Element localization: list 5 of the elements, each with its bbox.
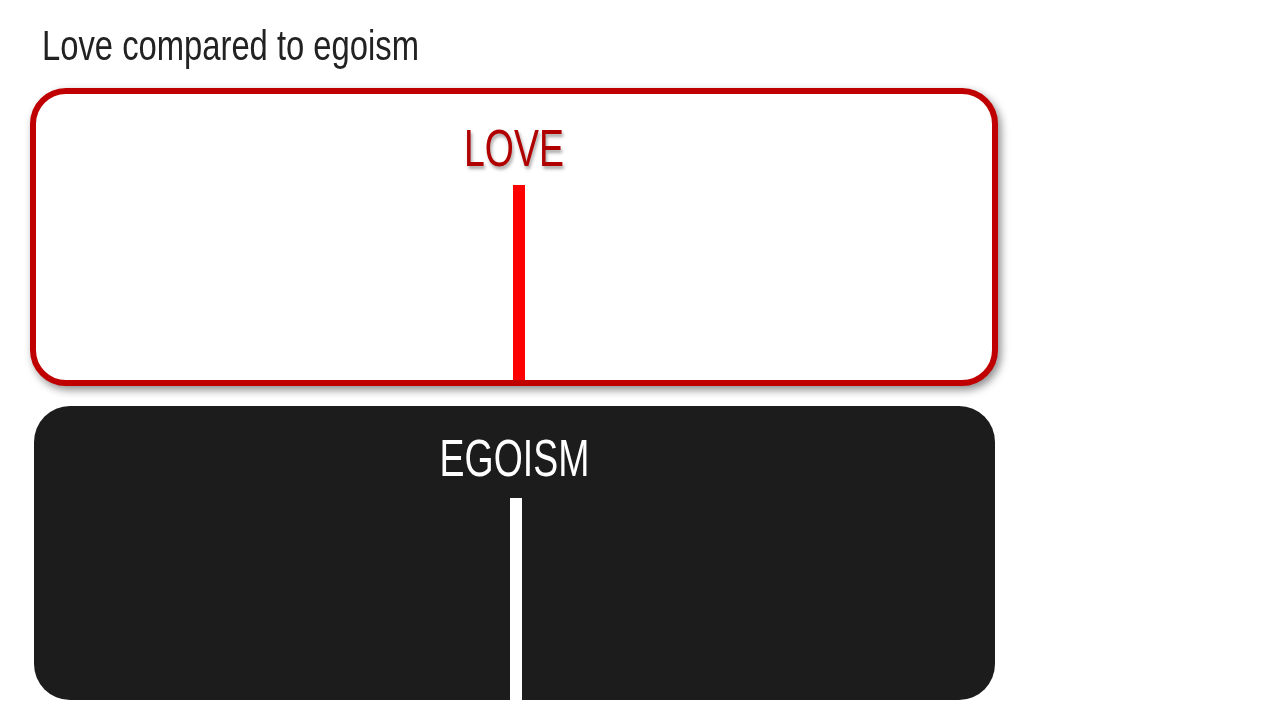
rounded-panel <box>34 406 995 700</box>
panel-heading: LOVE <box>463 118 565 178</box>
slide-title: Love compared to egoism <box>42 22 419 70</box>
panel-heading: EGOISM <box>438 428 591 488</box>
rounded-panel <box>30 88 998 386</box>
